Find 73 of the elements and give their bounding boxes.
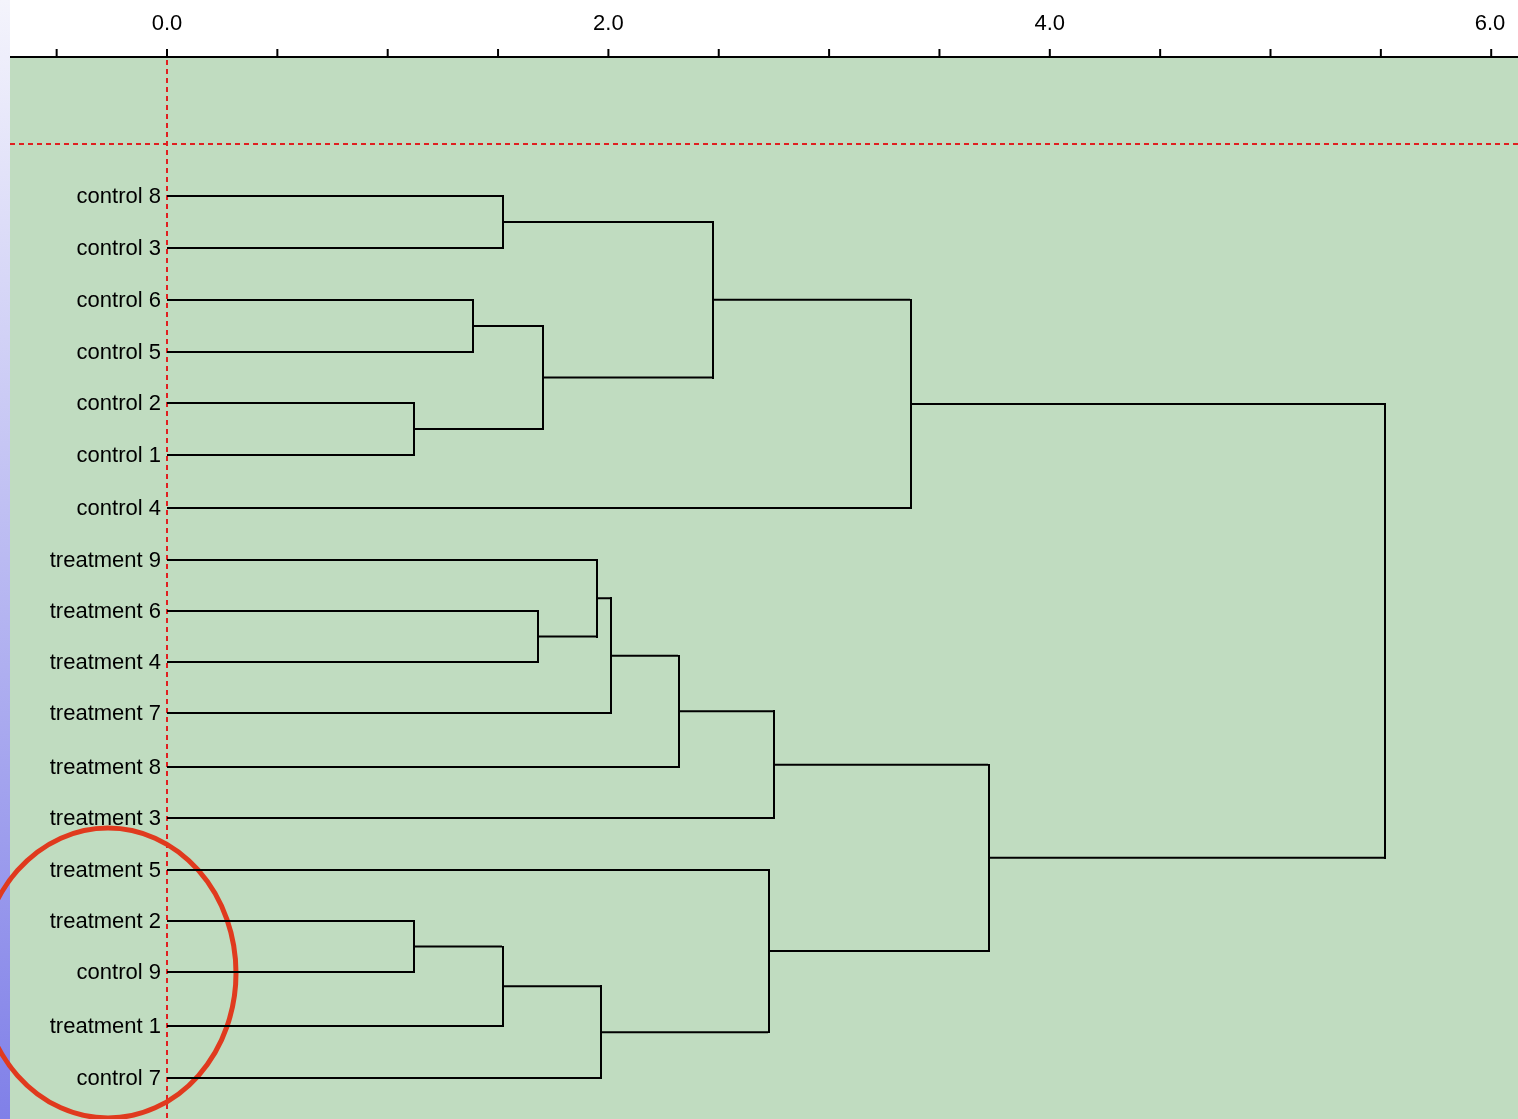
junction-line (712, 221, 714, 379)
leaf-label: control 6 (16, 287, 167, 313)
branch-line (988, 856, 1385, 859)
branch-line (166, 559, 597, 561)
junction-line (472, 299, 474, 353)
axis-label: 4.0 (1033, 10, 1067, 36)
junction-line (502, 945, 504, 1027)
leaf-label: control 8 (16, 183, 167, 209)
leaf-label: control 7 (16, 1065, 167, 1091)
branch-line (413, 945, 503, 948)
branch-line (166, 920, 414, 922)
branch-line (166, 454, 414, 456)
branch-line (413, 428, 543, 430)
branch-line (166, 712, 611, 714)
leaf-label: treatment 2 (16, 908, 167, 934)
branch-line (542, 376, 713, 379)
axis-label: 0.0 (150, 10, 184, 36)
junction-line (988, 763, 990, 953)
junction-line (413, 402, 415, 456)
axis-label: 2.0 (592, 10, 625, 36)
leaf-label: control 2 (16, 390, 167, 416)
junction-line (596, 559, 598, 638)
branch-line (537, 635, 597, 638)
junction-line (502, 195, 504, 249)
leaf-label: treatment 7 (16, 700, 167, 726)
junction-line (413, 920, 415, 973)
branch-line (472, 325, 543, 327)
leaf-label: control 1 (16, 442, 167, 468)
junction-line (773, 710, 775, 819)
branch-line (166, 610, 538, 612)
branch-line (166, 766, 679, 768)
branch-line (166, 1025, 503, 1027)
branch-line (166, 195, 503, 197)
leaf-label: control 9 (16, 959, 167, 985)
axis-label: 6.0 (1473, 10, 1507, 36)
branch-line (712, 298, 911, 301)
junction-line (678, 654, 680, 768)
branch-line (166, 402, 414, 404)
junction-line (910, 298, 912, 509)
branch-line (166, 1077, 601, 1079)
branch-line (166, 869, 769, 871)
branch-line (596, 597, 611, 600)
leaf-label: treatment 6 (16, 598, 167, 624)
leaf-label: control 3 (16, 235, 167, 261)
branch-line (166, 661, 538, 663)
branch-line (502, 985, 601, 988)
junction-line (600, 985, 602, 1079)
leaf-label: control 4 (16, 495, 167, 521)
branch-line (678, 710, 774, 713)
branch-line (768, 950, 989, 953)
junction-line (768, 869, 770, 1034)
leaf-label: treatment 1 (16, 1013, 167, 1039)
leaf-label: treatment 8 (16, 754, 167, 780)
leaf-label: treatment 5 (16, 857, 167, 883)
junction-line (542, 325, 544, 430)
branch-line (166, 351, 473, 353)
leaf-label: treatment 9 (16, 547, 167, 573)
branch-line (910, 402, 1385, 405)
leaf-label: treatment 3 (16, 805, 167, 831)
branch-line (600, 1031, 769, 1034)
branch-line (610, 654, 679, 657)
branch-line (166, 507, 911, 509)
branch-line (166, 247, 503, 249)
junction-line (610, 597, 612, 714)
junction-line (537, 610, 539, 663)
leaf-label: treatment 4 (16, 649, 167, 675)
branch-line (166, 971, 414, 973)
branch-line (773, 763, 989, 766)
branch-line (166, 299, 473, 301)
branch-line (166, 817, 774, 819)
leaf-label: control 5 (16, 339, 167, 365)
branch-line (502, 221, 713, 223)
junction-line (1384, 402, 1386, 859)
